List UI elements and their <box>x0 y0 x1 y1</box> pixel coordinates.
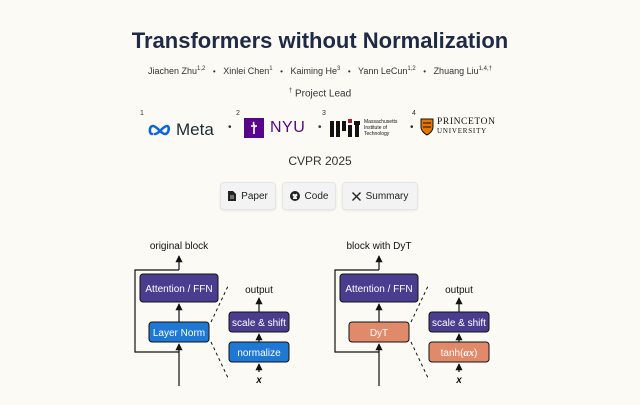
project-lead-label: Project Lead <box>294 88 352 100</box>
residual-connection <box>134 269 180 386</box>
author-affiliation: 1,2 <box>197 66 206 72</box>
venue-label: CVPR 2025 <box>288 154 352 168</box>
affiliation-number: 3 <box>322 110 326 117</box>
summary-button-label: Summary <box>365 190 409 202</box>
author-name[interactable]: Xinlei Chen <box>223 66 270 76</box>
expand-line <box>210 283 230 323</box>
author-affiliation: 1,4,† <box>478 66 492 72</box>
affiliation-number: 2 <box>236 110 240 117</box>
paper-button-label: Paper <box>241 190 268 202</box>
tanh-prefix: tanh( <box>441 348 464 359</box>
original-block-diagram: original block Attention / FFN Layer Nor… <box>134 241 290 386</box>
x-icon <box>351 191 361 201</box>
separator-dot: • <box>212 67 216 76</box>
tanh-variable: αx <box>463 348 474 359</box>
princeton-line: PRINCETON <box>437 117 496 127</box>
residual-connection <box>334 269 380 386</box>
meta-infinity-icon <box>148 124 171 136</box>
dagger-mark: † <box>288 88 293 94</box>
separator-dot: • <box>228 122 232 133</box>
normalize-box <box>228 341 290 363</box>
github-icon <box>289 191 300 201</box>
output-label: output <box>245 285 273 296</box>
author-name[interactable]: Yann LeCun <box>358 66 408 76</box>
layer-norm-label: Layer Norm <box>153 328 205 339</box>
author-affiliation: 1 <box>269 66 273 72</box>
meta-wordmark: Meta <box>176 120 214 139</box>
nyu-wordmark: NYU <box>270 119 306 136</box>
dyt-block-diagram: block with DyT Attention / FFN DyT outpu… <box>334 241 490 386</box>
attention-ffn-label: Attention / FFN <box>145 284 212 295</box>
file-icon <box>228 191 237 201</box>
diagram-caption: original block <box>150 241 209 252</box>
attention-ffn-label: Attention / FFN <box>345 284 412 295</box>
author-name[interactable]: Zhuang Liu <box>433 66 479 76</box>
separator-dot: • <box>280 67 283 76</box>
dyt-box <box>348 321 410 343</box>
attention-ffn-box <box>139 273 219 303</box>
affiliation-logos: 1 Meta • 2 NYU • 3 Massachusetts Institu… <box>140 110 500 140</box>
author-affiliation: 1,2 <box>407 66 416 72</box>
paper-button[interactable]: Paper <box>220 182 276 210</box>
princeton-line: UNIVERSITY <box>437 127 487 135</box>
expand-line <box>410 283 430 323</box>
author-name[interactable]: Kaiming He <box>290 66 337 76</box>
diagram-svg: original block Attention / FFN Layer Nor… <box>134 241 490 386</box>
meta-logo[interactable]: 1 Meta <box>140 110 214 140</box>
page-title: Transformers without Normalization <box>131 28 509 53</box>
mit-wordmark: Massachusetts Institute of Technology <box>364 119 397 137</box>
nyu-logo[interactable]: 2 NYU <box>236 110 306 138</box>
author-name[interactable]: Jiachen Zhu <box>148 66 198 76</box>
mit-line: Technology <box>364 130 390 137</box>
princeton-logo[interactable]: 4 PRINCETON UNIVERSITY <box>412 110 496 136</box>
code-button[interactable]: Code <box>282 182 336 210</box>
dyt-label: DyT <box>370 328 388 339</box>
output-label: output <box>445 285 473 296</box>
input-variable: x <box>255 375 262 386</box>
code-button-label: Code <box>304 190 329 202</box>
expand-line <box>410 341 430 381</box>
attention-ffn-box <box>339 273 419 303</box>
project-lead-note: † Project Lead <box>0 88 640 99</box>
scale-shift-label: scale & shift <box>232 318 286 329</box>
affiliation-number: 1 <box>140 110 144 117</box>
mit-line: Massachusetts <box>364 118 398 125</box>
architecture-diagram: original block Attention / FFN Layer Nor… <box>0 236 640 400</box>
scale-shift-box <box>428 311 490 333</box>
mit-logo[interactable]: 3 Massachusetts Institute of Technology <box>322 110 397 137</box>
scale-shift-box <box>228 311 290 333</box>
summary-button[interactable]: Summary <box>342 182 418 210</box>
separator-dot: • <box>423 67 427 76</box>
author-list: Jiachen Zhu1,2 • Xinlei Chen1 • Kaiming … <box>0 66 640 76</box>
tanh-label: tanh(αx) <box>441 348 478 359</box>
separator-dot: • <box>318 122 322 133</box>
princeton-shield-icon <box>420 118 434 136</box>
layer-norm-box <box>148 321 210 343</box>
separator-dot: • <box>410 122 414 133</box>
princeton-wordmark: PRINCETON UNIVERSITY <box>437 117 496 136</box>
diagram-caption: block with DyT <box>346 241 411 252</box>
normalize-label: normalize <box>237 348 281 359</box>
scale-shift-label: scale & shift <box>432 318 486 329</box>
tanh-suffix: ) <box>474 348 477 359</box>
mit-line: Institute of <box>364 124 388 131</box>
author-affiliation: 3 <box>336 66 341 72</box>
input-variable: x <box>455 375 462 386</box>
affiliation-number: 4 <box>412 110 416 117</box>
mit-mark-icon <box>330 119 360 137</box>
tanh-box <box>428 341 490 363</box>
expand-line <box>210 341 230 381</box>
nyu-torch-icon <box>244 118 264 138</box>
separator-dot: • <box>347 67 351 76</box>
